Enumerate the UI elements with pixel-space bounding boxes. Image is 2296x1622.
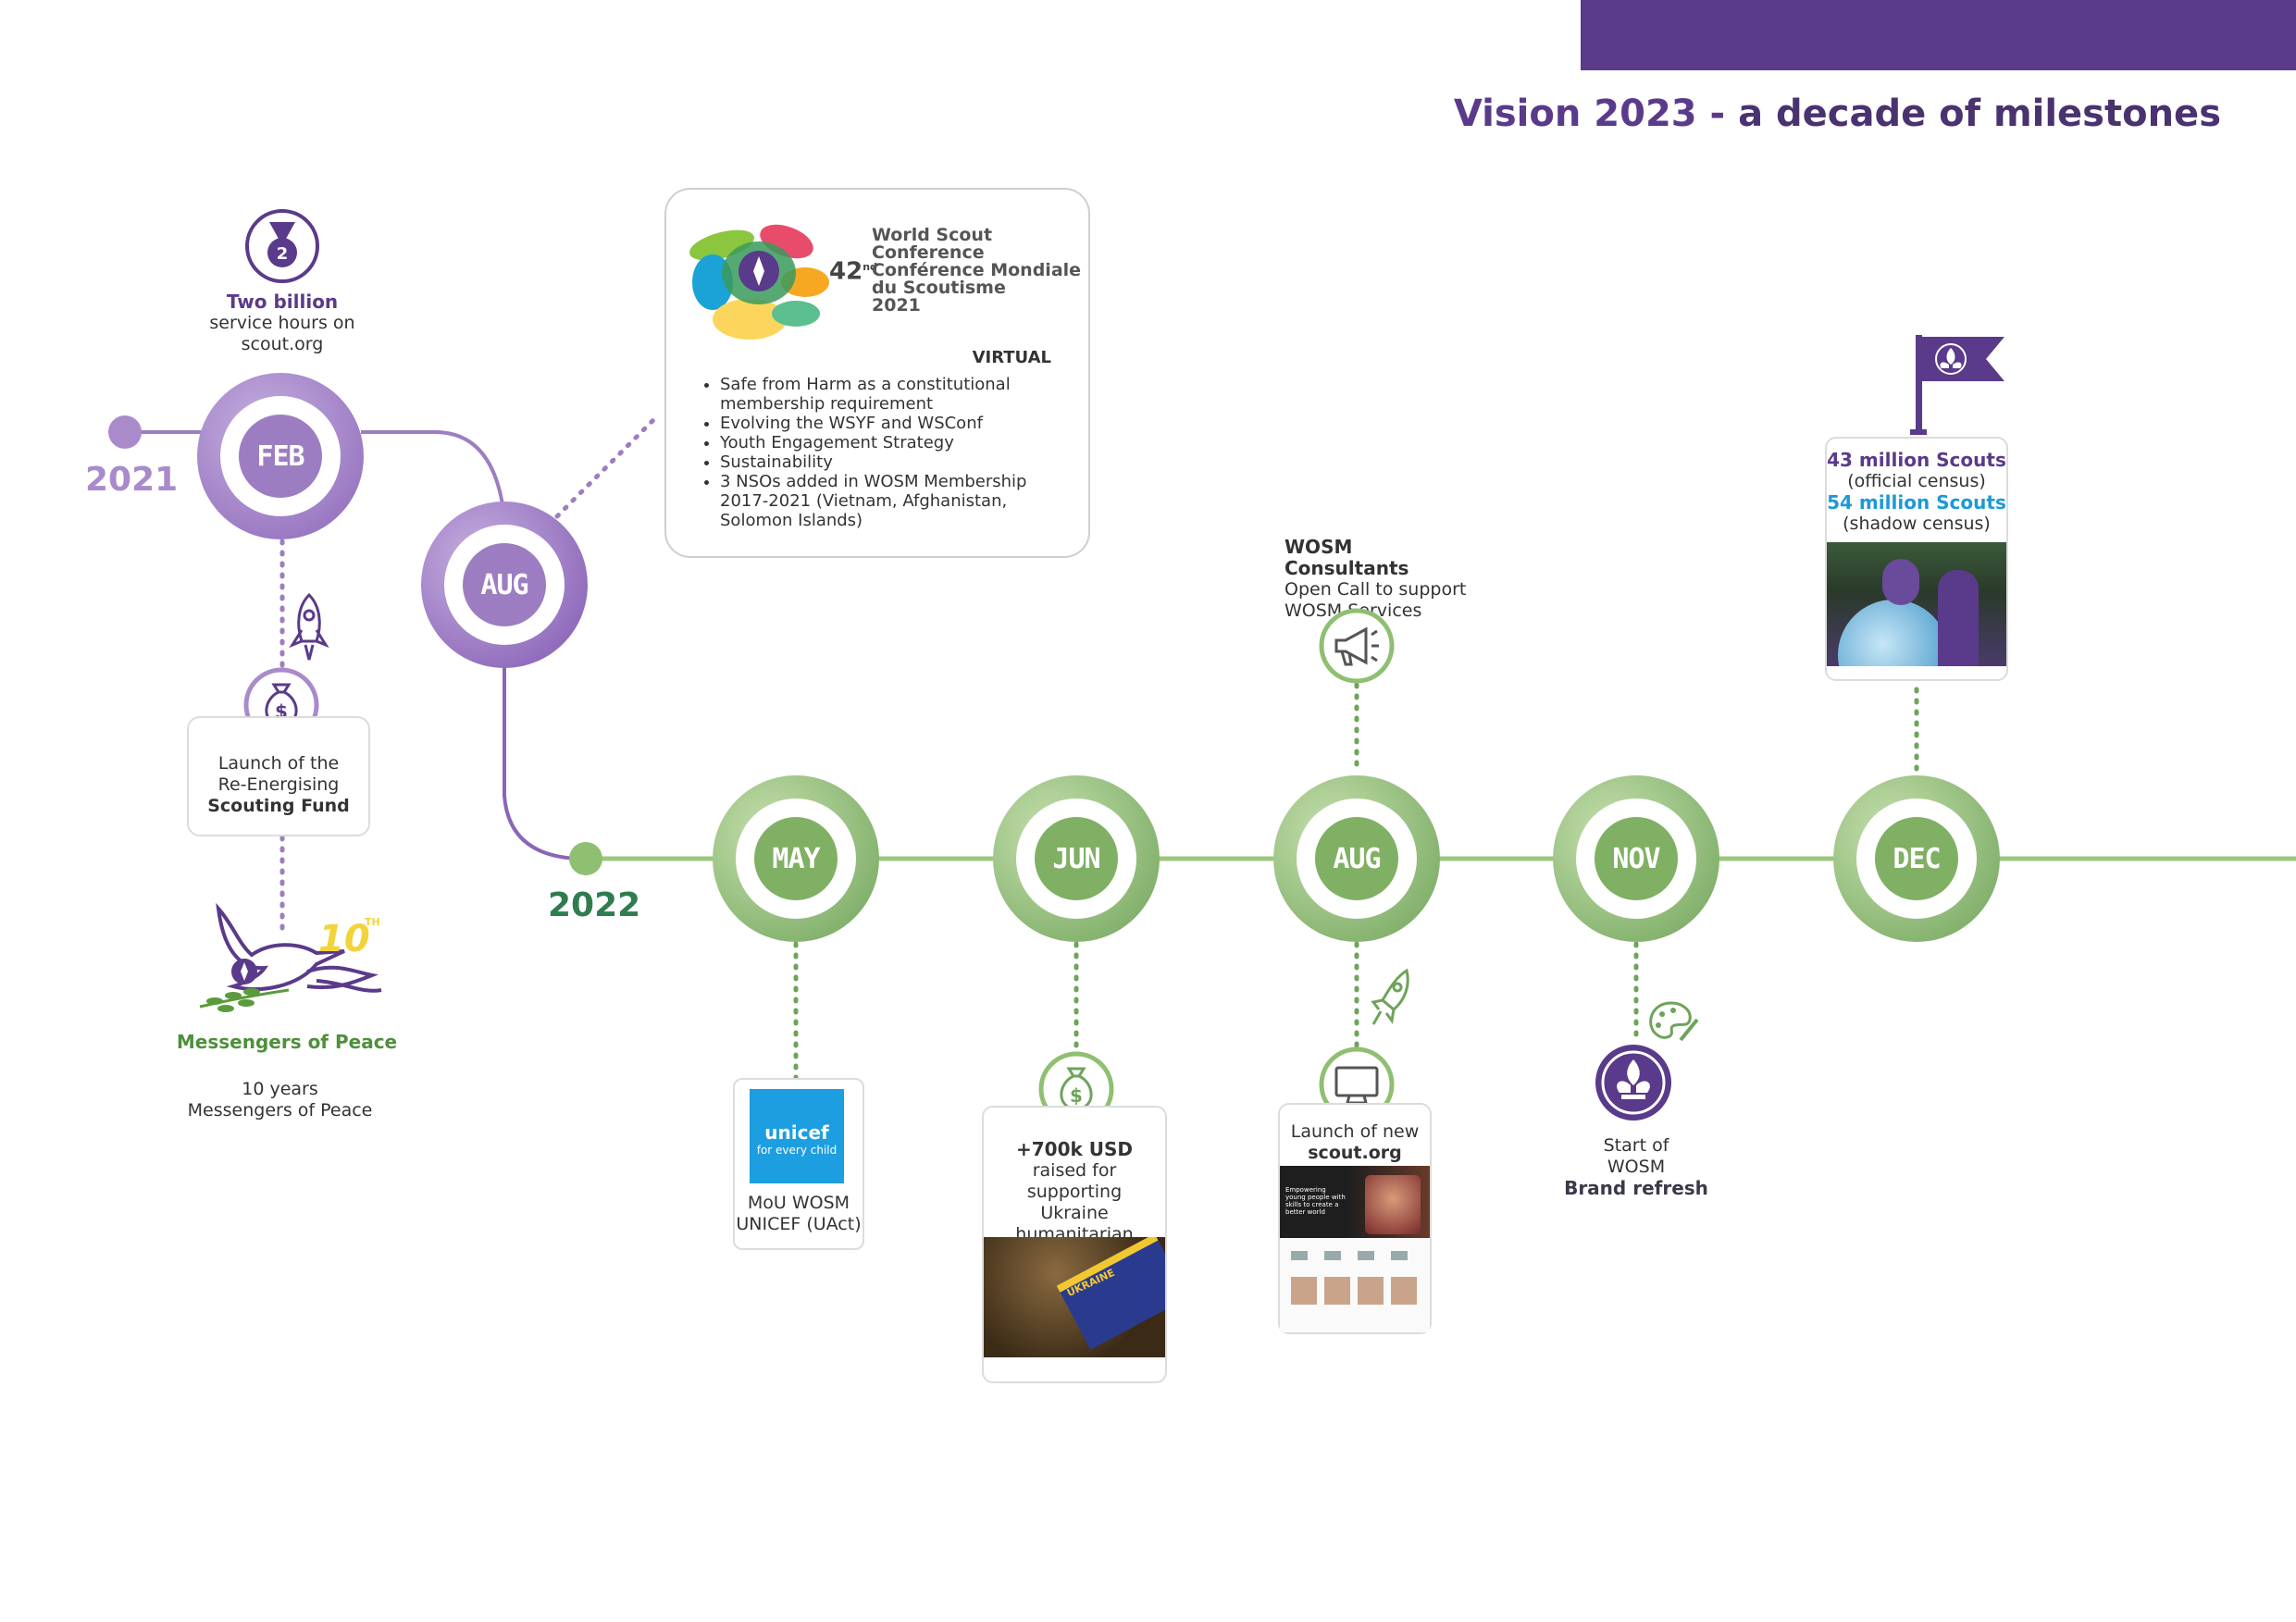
wsc-number-value: 42 bbox=[829, 257, 863, 286]
launch-bold: scout.org bbox=[1308, 1143, 1402, 1163]
website-screenshot: Empowering young people with skills to c… bbox=[1280, 1166, 1430, 1332]
ukraine-line1: raised for supporting bbox=[1026, 1160, 1123, 1202]
title-highlight: Vision 2023 bbox=[1453, 93, 1697, 135]
messengers-of-peace-logo: 10 TH bbox=[199, 902, 382, 1012]
mop-text: 10 years Messengers of Peace bbox=[167, 1079, 393, 1121]
month-jun: JUN bbox=[1035, 817, 1118, 900]
wsc-number: 42nd bbox=[829, 256, 877, 286]
dot-2021 bbox=[108, 415, 142, 449]
brand-refresh-text: Start of WOSM Brand refresh bbox=[1544, 1135, 1729, 1199]
ukraine-card: +700k USD raised for supporting Ukraine … bbox=[982, 1106, 1167, 1383]
month-nov: NOV bbox=[1595, 817, 1678, 900]
hours-text: Two billion service hours on scout.org bbox=[176, 291, 389, 355]
wsc-bullet: 3 NSOs added in WOSM Membership 2017-202… bbox=[720, 472, 1072, 530]
month-may: MAY bbox=[754, 817, 838, 900]
census-globe bbox=[1838, 600, 1949, 666]
mop-title: Messengers of Peace bbox=[176, 1031, 398, 1053]
unicef-line1: MoU WOSM bbox=[747, 1193, 850, 1213]
hours-line2: scout.org bbox=[241, 334, 324, 354]
census-card: 43 million Scouts (official census) 54 m… bbox=[1825, 437, 2008, 681]
rocket-icon bbox=[289, 592, 329, 661]
page-title: Vision 2023 - a decade of milestones bbox=[1388, 93, 2221, 135]
year-2021: 2021 bbox=[85, 461, 179, 499]
dot-2022 bbox=[569, 842, 602, 875]
census-person bbox=[1938, 570, 1979, 666]
ukraine-photo: UKRAINE bbox=[984, 1237, 1165, 1357]
wsc-titles: World Scout Conference Conférence Mondia… bbox=[872, 227, 1081, 315]
brand-line2: WOSM bbox=[1607, 1157, 1666, 1177]
month-feb: FEB bbox=[239, 415, 322, 498]
official-note: (official census) bbox=[1847, 471, 1986, 491]
wsc-fr-line1: Conférence Mondiale bbox=[872, 260, 1082, 280]
fund-line1: Launch of the bbox=[217, 753, 340, 774]
header-bar bbox=[1581, 0, 2296, 70]
wsc-mode: VIRTUAL bbox=[972, 348, 1051, 367]
unicef-card: unicef for every child MoU WOSM UNICEF (… bbox=[733, 1078, 864, 1250]
wsc-en-line1: World Scout bbox=[872, 225, 993, 245]
website-photo bbox=[1365, 1175, 1421, 1234]
mop-logo-sup: TH bbox=[365, 916, 380, 928]
consultants-bold: WOSM Consultants bbox=[1285, 536, 1409, 579]
website-stats bbox=[1291, 1251, 1421, 1260]
census-photo bbox=[1827, 542, 2006, 666]
hours-bold: Two billion bbox=[226, 291, 339, 313]
rocket-icon bbox=[1371, 968, 1409, 1025]
scout-flag-icon bbox=[1910, 335, 2004, 435]
brand-bold: Brand refresh bbox=[1564, 1177, 1708, 1199]
line-aug-2022 bbox=[503, 666, 579, 861]
wsc-bullet: Sustainability bbox=[720, 452, 1072, 472]
wsc-bullet: Safe from Harm as a constitutional membe… bbox=[720, 375, 1072, 414]
wsc-logo bbox=[689, 224, 829, 340]
scout-org-card: Launch of new scout.org Empowering young… bbox=[1278, 1103, 1432, 1334]
unicef-text: MoU WOSM UNICEF (UAct) bbox=[735, 1193, 863, 1235]
unicef-logo-name: unicef bbox=[764, 1121, 829, 1144]
wsc-bullet: Youth Engagement Strategy bbox=[720, 433, 1072, 452]
medal-number: 2 bbox=[277, 244, 289, 264]
website-headline: Empowering young people with skills to c… bbox=[1285, 1186, 1346, 1216]
year-2022: 2022 bbox=[548, 886, 641, 924]
mop-logo-number: 10 bbox=[318, 918, 370, 960]
line-feb-aug bbox=[361, 430, 506, 519]
fleur-de-lis-badge-icon bbox=[1595, 1045, 1671, 1121]
launch-line1: Launch of new bbox=[1290, 1121, 1420, 1142]
shadow-note: (shadow census) bbox=[1843, 514, 1991, 534]
month-aug-2021: AUG bbox=[463, 543, 546, 626]
wsc-card: 42nd World Scout Conference Conférence M… bbox=[664, 188, 1090, 558]
title-rest: a decade of milestones bbox=[1738, 93, 2221, 135]
website-cards bbox=[1291, 1277, 1421, 1305]
wsc-number-sup: nd bbox=[863, 261, 877, 273]
wsc-fr-line2: du Scoutisme bbox=[872, 278, 1006, 298]
wsc-bullets: Safe from Harm as a constitutional membe… bbox=[692, 375, 1072, 530]
wsc-year: 2021 bbox=[872, 295, 921, 316]
unicef-logo-tagline: for every child bbox=[756, 1144, 838, 1157]
fund-line2: Re-Energising bbox=[217, 774, 340, 795]
fund-card: Launch of the Re-Energising Scouting Fun… bbox=[187, 716, 370, 836]
unicef-logo: unicef for every child bbox=[750, 1089, 844, 1183]
dots-aug-wsc bbox=[554, 414, 660, 519]
official-bold: 43 million Scouts bbox=[1827, 449, 2006, 471]
hours-line1: service hours on bbox=[209, 313, 355, 333]
ukraine-bold: +700k USD bbox=[1015, 1138, 1133, 1160]
brand-line1: Start of bbox=[1603, 1135, 1669, 1156]
medal-icon: 2 bbox=[245, 209, 319, 283]
consultants-line1: Open Call to support bbox=[1285, 579, 1467, 600]
palette-icon bbox=[1649, 1001, 1699, 1042]
shadow-bold: 54 million Scouts bbox=[1827, 491, 2006, 514]
fund-bold: Scouting Fund bbox=[207, 796, 350, 816]
megaphone-icon bbox=[1319, 608, 1395, 684]
mop-line1: 10 years bbox=[242, 1079, 318, 1099]
title-separator: - bbox=[1696, 93, 1739, 135]
unicef-line2: UNICEF (UAct) bbox=[736, 1214, 862, 1234]
wsc-en-line2: Conference bbox=[872, 242, 985, 263]
census-person bbox=[1882, 559, 1919, 605]
svg-text:$: $ bbox=[1070, 1084, 1083, 1107]
wsc-bullet: Evolving the WSYF and WSConf bbox=[720, 414, 1072, 433]
month-aug-2022: AUG bbox=[1315, 817, 1398, 900]
mop-line2: Messengers of Peace bbox=[187, 1100, 373, 1121]
month-dec: DEC bbox=[1875, 817, 1958, 900]
